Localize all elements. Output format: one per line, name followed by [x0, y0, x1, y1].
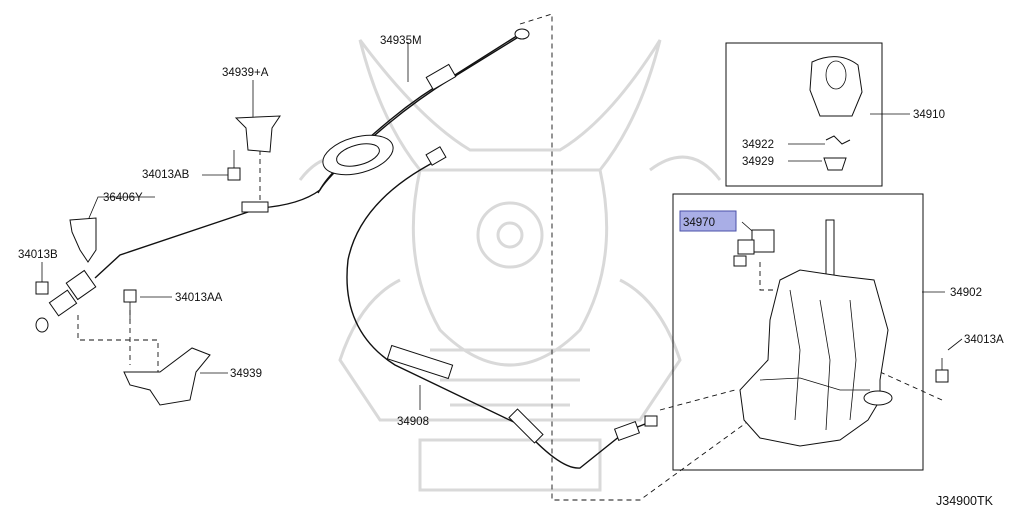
bolt-34013B[interactable]: [35, 281, 49, 295]
label-34013A[interactable]: 34013A: [964, 334, 1004, 346]
knob-group-frame: [725, 42, 883, 187]
label-34910[interactable]: 34910: [913, 109, 945, 121]
cap-34929[interactable]: [823, 157, 847, 171]
diagram-code: J34900TK: [936, 494, 994, 508]
label-34939[interactable]: 34939: [230, 368, 262, 380]
label-36406Y[interactable]: 36406Y: [103, 192, 143, 204]
label-34013AA[interactable]: 34013AA: [175, 292, 223, 304]
label-34935M[interactable]: 34935M: [380, 35, 422, 47]
label-34013B[interactable]: 34013B: [18, 249, 58, 261]
label-34013AB[interactable]: 34013AB: [142, 169, 190, 181]
bracket-34939[interactable]: [123, 347, 211, 406]
bolt-34013AA[interactable]: [123, 289, 137, 320]
label-34929[interactable]: 34929: [742, 156, 774, 168]
cable-end-rod[interactable]: [35, 269, 97, 333]
select-cable-34935M[interactable]: [94, 28, 530, 279]
bolt-34013A[interactable]: [935, 358, 949, 383]
spring-34922[interactable]: [825, 135, 851, 145]
guide-dashed-right: [519, 13, 751, 501]
shift-lever-assembly-34902[interactable]: [739, 219, 893, 447]
switch-34970[interactable]: [733, 229, 775, 267]
label-34902[interactable]: 34902: [950, 287, 982, 299]
label-34922[interactable]: 34922: [742, 139, 774, 151]
label-34908[interactable]: 34908: [397, 416, 429, 428]
bolt-34013AB[interactable]: [227, 150, 241, 181]
clip-36406Y[interactable]: [69, 217, 97, 263]
label-34970[interactable]: 34970: [683, 217, 715, 229]
shifter-group-frame: [672, 193, 924, 471]
label-34939A[interactable]: 34939+A: [222, 67, 269, 79]
bracket-34939A[interactable]: [234, 115, 281, 153]
part-34970-highlight[interactable]: [679, 210, 737, 232]
shift-knob-34910[interactable]: [809, 56, 863, 117]
control-cable-34908[interactable]: [346, 146, 658, 469]
